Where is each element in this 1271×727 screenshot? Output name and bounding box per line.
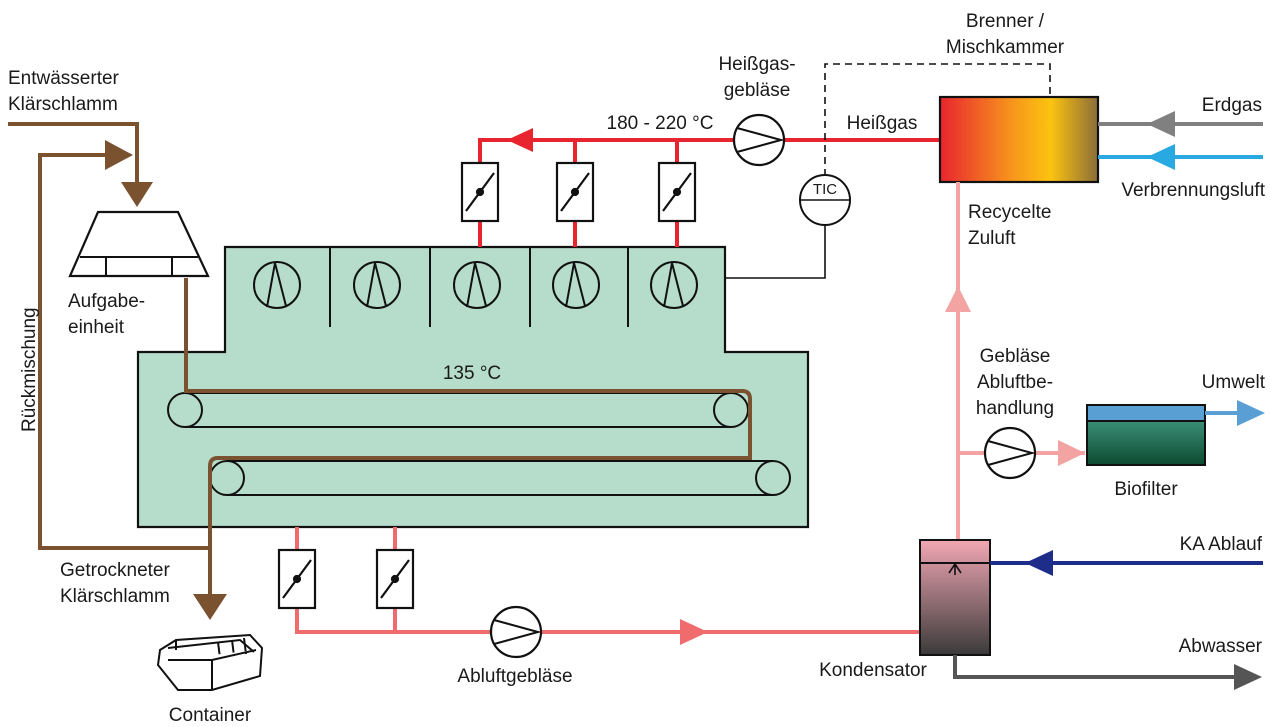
label-burner-2: Mischkammer — [946, 37, 1065, 58]
wastewater-arrow — [1234, 664, 1262, 690]
label-exhaust-treatment-fan-2: Abluftbe- — [977, 372, 1053, 393]
hot-gas-arrow — [507, 128, 533, 152]
biofilter-feed-arrow — [1058, 440, 1085, 466]
label-recycled-supply-1: Recycelte — [968, 202, 1051, 223]
exhaust-treatment-fan-icon — [983, 426, 1037, 480]
label-burner-1: Brenner / — [966, 11, 1045, 32]
combustion-air-arrow — [1147, 144, 1175, 170]
damper-icon — [277, 548, 415, 610]
sludge-path — [184, 278, 752, 600]
belt-conveyor-lower — [209, 460, 791, 496]
dryer-housing — [136, 245, 810, 529]
hot-gas-line — [478, 138, 940, 163]
label-recycled-supply-2: Zuluft — [968, 228, 1016, 249]
biofilter — [1086, 404, 1206, 466]
exhaust-fan-icon — [489, 605, 543, 659]
tic-label: TIC — [813, 181, 837, 198]
wwtp-effluent-arrow — [1025, 550, 1053, 576]
tic-control-line — [824, 63, 1051, 176]
circulation-fan-icon — [253, 261, 698, 309]
hot-gas-fan-icon — [732, 113, 786, 167]
sludge-arrow — [121, 182, 153, 207]
exhaust-air-arrow — [680, 619, 708, 645]
label-environment: Umwelt — [1202, 372, 1266, 393]
label-feed-unit-1: Aufgabe- — [68, 291, 145, 312]
dewatered-sludge-line — [8, 122, 139, 185]
dried-sludge-arrow — [193, 594, 227, 620]
burner-mixing-chamber — [938, 95, 1100, 184]
label-backmixing: Rückmischung — [19, 307, 40, 432]
backmixing-arrow — [105, 140, 133, 170]
label-exhaust-treatment-fan-3: handlung — [976, 398, 1054, 419]
label-container: Container — [169, 705, 252, 726]
condenser — [919, 539, 991, 656]
tic-controller: TIC — [799, 174, 851, 226]
hot-gas-branches — [478, 140, 679, 247]
label-dewatered-sludge-2: Klärschlamm — [8, 94, 118, 115]
feed-unit — [68, 210, 210, 278]
label-feed-unit-2: einheit — [68, 317, 125, 338]
container-icon — [156, 633, 264, 691]
backmixing-line — [38, 153, 210, 550]
label-dryer-temperature: 135 °C — [443, 363, 501, 384]
label-wwtp-effluent: KA Ablauf — [1180, 534, 1263, 555]
label-hot-gas-temperature: 180 - 220 °C — [607, 113, 714, 134]
label-dewatered-sludge-1: Entwässerter — [8, 68, 120, 89]
tic-signal-line — [725, 225, 826, 279]
label-hot-gas-fan-1: Heißgas- — [718, 54, 795, 75]
recycled-air-arrow — [945, 286, 971, 312]
label-combustion-air: Verbrennungsluft — [1121, 180, 1265, 201]
label-hot-gas-fan-2: gebläse — [724, 80, 791, 101]
label-hot-gas: Heißgas — [847, 113, 918, 134]
label-condenser: Kondensator — [819, 660, 927, 681]
label-dried-sludge-2: Klärschlamm — [60, 586, 170, 607]
wastewater-line — [953, 655, 1235, 679]
clean-air-arrow — [1237, 400, 1265, 426]
label-natural-gas: Erdgas — [1202, 95, 1262, 116]
label-dried-sludge-1: Getrockneter — [60, 560, 170, 581]
natural-gas-arrow — [1147, 111, 1175, 137]
exhaust-air-line — [295, 527, 920, 634]
label-exhaust-fan: Abluftgebläse — [457, 666, 572, 687]
label-exhaust-treatment-fan-1: Gebläse — [980, 346, 1051, 367]
damper-icon — [460, 161, 697, 223]
label-wastewater: Abwasser — [1179, 636, 1263, 657]
dryer-fan-compartments — [329, 247, 629, 327]
label-biofilter: Biofilter — [1114, 479, 1178, 500]
